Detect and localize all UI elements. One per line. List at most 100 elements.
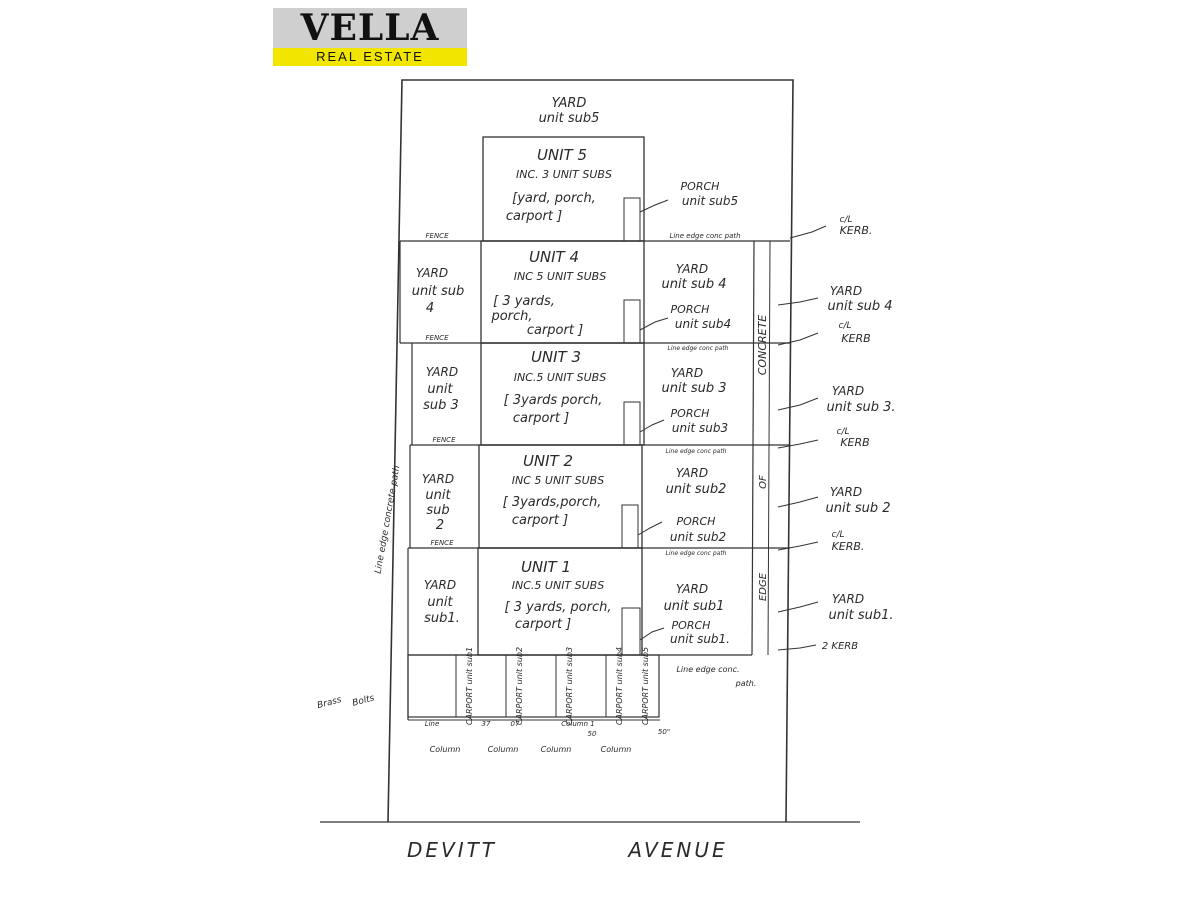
porch2-line2: unit sub2 (670, 530, 726, 544)
ryard3-line2: unit sub 3 (662, 381, 727, 396)
kerb4-line1: c/L (839, 321, 852, 331)
unit3-title: UNIT 3 (531, 348, 581, 366)
column-label-2: Column (488, 745, 519, 754)
lyard1-line3: sub1. (424, 611, 460, 626)
concrete-edge-top: CONCRETE (756, 315, 769, 376)
vella-logo: VELLA REAL ESTATE (273, 8, 467, 66)
leader-yard1 (777, 601, 819, 613)
oyard2-line1: YARD (830, 485, 862, 499)
column-label-1: Column (430, 745, 461, 754)
oyard2-line2: unit sub 2 (826, 501, 891, 516)
lyard4-line3: 4 (426, 301, 434, 316)
bottom-dim-2: 07 (511, 720, 520, 728)
ryard2-line1: YARD (676, 466, 708, 480)
kerb2-line1: c/L (832, 530, 845, 540)
unit1-note2: carport ] (515, 617, 571, 632)
ryard3-line1: YARD (671, 366, 703, 380)
unit2-note2: carport ] (512, 513, 568, 528)
unit5-inc: INC. 3 UNIT SUBS (516, 168, 612, 181)
porch1-line1: PORCH (672, 619, 711, 632)
unit4-note3: carport ] (527, 323, 583, 338)
kerb3-line2: KERB (840, 436, 869, 449)
lyard2-line2: unit (425, 488, 451, 503)
ryard1-line1: YARD (676, 582, 708, 596)
conc-path-2: Line edge conc path (666, 550, 727, 557)
kerb4-line2: KERB (841, 332, 870, 345)
unit3-note1: [ 3yards porch, (504, 393, 603, 408)
leader-porch1 (639, 627, 665, 641)
ryard4-line2: unit sub 4 (662, 277, 727, 292)
porch2-line1: PORCH (677, 515, 716, 528)
lyard1-line1: YARD (424, 578, 456, 592)
porch5-line2: unit sub5 (682, 194, 738, 208)
yard5-line2: unit sub5 (539, 111, 600, 126)
left-concrete-path: Line edge concrete path (374, 464, 403, 574)
lyard3-line2: unit (427, 382, 453, 397)
kerb5-line2: KERB. (840, 224, 873, 237)
lyard1-line2: unit (427, 595, 453, 610)
leader-porch5 (639, 199, 669, 213)
kerb3-line1: c/L (837, 427, 850, 437)
unit2-title: UNIT 2 (523, 452, 573, 470)
fence-label-3: FENCE (426, 334, 450, 342)
unit4-note1: [ 3 yards, (493, 294, 555, 309)
unit4-title: UNIT 4 (529, 248, 579, 266)
column-label-4: Column (601, 745, 632, 754)
conc-path-lower-1: Line edge conc. (676, 665, 739, 674)
lyard4-line1: YARD (416, 266, 448, 280)
porch3-line1: PORCH (671, 407, 710, 420)
porch-3-outline (623, 401, 641, 445)
leader-kerb1 (777, 644, 817, 651)
unit1-note1: [ 3 yards, porch, (505, 600, 612, 615)
street-word-1: DEVITT (407, 838, 497, 862)
street-word-2: AVENUE (626, 838, 727, 862)
unit5-title: UNIT 5 (537, 146, 587, 164)
path-outer-edge (767, 240, 771, 656)
porch4-line2: unit sub4 (675, 317, 731, 331)
conc-path-lower-2: path. (735, 679, 757, 688)
unit2-note1: [ 3yards,porch, (503, 495, 602, 510)
porch-5-outline (623, 197, 641, 241)
logo-subtitle: REAL ESTATE (273, 48, 467, 66)
carport-1: CARPORT unit sub1 (465, 647, 474, 725)
lyard2-line4: 2 (436, 518, 444, 533)
ryard2-line2: unit sub2 (666, 482, 727, 497)
porch5-line1: PORCH (681, 180, 720, 193)
carport-block (407, 654, 660, 718)
carport-4: CARPORT unit sub4 (615, 647, 624, 725)
concrete-edge-mid: OF (758, 475, 769, 489)
ryard1-line2: unit sub1 (664, 599, 725, 614)
carport-5: CARPORT unit sub5 (641, 647, 650, 725)
leader-porch4 (639, 317, 669, 331)
unit5-note2: carport ] (506, 209, 562, 224)
porch1-line2: unit sub1. (670, 632, 730, 646)
conc-path-4: Line edge conc path (668, 345, 729, 352)
kerb2-line2: KERB. (832, 540, 865, 553)
oyard3-line1: YARD (832, 384, 864, 398)
bottom-col-ref: Column 1 (561, 720, 595, 728)
conc-path-5: Line edge conc path (669, 232, 740, 240)
lyard3-line3: sub 3 (423, 398, 459, 413)
leader-yard3 (777, 397, 819, 411)
kerb1-label: 2 KERB (822, 641, 858, 652)
porch-1-outline (621, 607, 641, 655)
unit3-inc: INC.5 UNIT SUBS (514, 371, 606, 384)
porch4-line1: PORCH (671, 303, 710, 316)
oyard4-line1: YARD (830, 284, 862, 298)
conc-path-3: Line edge conc path (666, 448, 727, 455)
bottom-dim-4: 50" (658, 728, 670, 736)
brass-bolts-2: Bolts (351, 693, 376, 709)
unit1-inc: INC.5 UNIT SUBS (512, 579, 604, 592)
lot-boundary (387, 79, 794, 823)
bottom-dim-3: 50 (588, 730, 597, 738)
leader-yard2 (777, 496, 819, 508)
porch-4-outline (623, 299, 641, 343)
unit4-note2: porch, (490, 309, 532, 324)
porch3-line2: unit sub3 (672, 421, 728, 435)
lyard3-line1: YARD (426, 365, 458, 379)
oyard3-line2: unit sub 3. (826, 400, 895, 415)
unit4-inc: INC 5 UNIT SUBS (514, 270, 606, 283)
unit5-note1: [yard, porch, (512, 191, 596, 206)
column-label-3: Column (541, 745, 572, 754)
